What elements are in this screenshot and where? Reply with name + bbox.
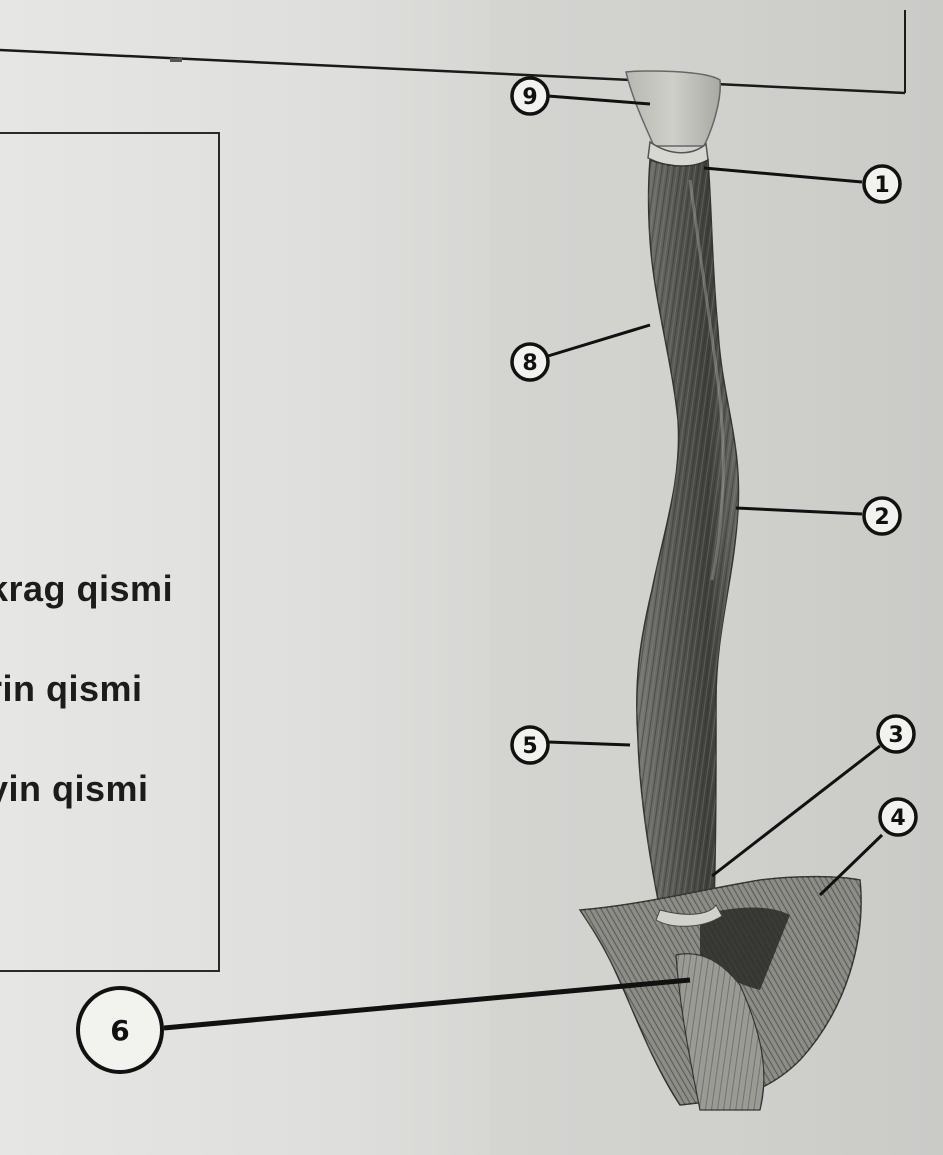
callout-6: 6 (78, 988, 162, 1072)
callout-5: 5 (512, 727, 548, 763)
callout-8: 8 (512, 344, 548, 380)
callout-4: 4 (880, 799, 916, 835)
callout-3: 3 (878, 716, 914, 752)
leader-2 (736, 508, 862, 514)
callout-number: 8 (522, 351, 537, 376)
callout-9: 9 (512, 78, 548, 114)
callout-number: 3 (888, 723, 903, 748)
frame-top-line (0, 50, 905, 93)
callout-number: 4 (890, 806, 905, 831)
upper-tendon (626, 71, 720, 146)
callout-number: 9 (522, 85, 537, 110)
leader-8 (548, 325, 650, 356)
leader-1 (704, 168, 862, 182)
callout-number: 6 (110, 1014, 129, 1047)
leader-3 (712, 746, 880, 876)
callout-number: 2 (874, 505, 889, 530)
callout-1: 1 (864, 166, 900, 202)
leader-5 (548, 742, 630, 745)
callout-2: 2 (864, 498, 900, 534)
frame-mark (170, 58, 182, 62)
leader-6 (164, 980, 690, 1028)
callout-number: 5 (522, 734, 537, 759)
callout-number: 1 (874, 173, 889, 198)
